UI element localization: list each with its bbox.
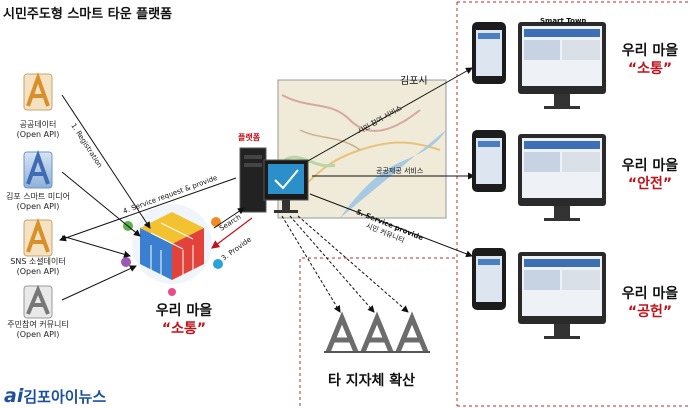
source-type: (Open API): [16, 330, 60, 339]
target-line2: “공헌”: [627, 304, 673, 320]
target-label-safety: 우리 마을 “안전”: [610, 157, 690, 193]
target-line2: “안전”: [627, 176, 673, 192]
target-label-communication: 우리 마을 “소통”: [610, 42, 690, 78]
hub-label: 우리 마을 “소통”: [142, 302, 226, 338]
source-app-icons: [23, 72, 53, 319]
smart-town-label: Smart Town: [540, 17, 587, 25]
target-label-contribution: 우리 마을 “공헌”: [610, 285, 690, 321]
service-arrows: [305, 67, 475, 258]
hub-cube-icon: [121, 204, 223, 296]
terminal-3: [472, 248, 606, 339]
logo-mark: ai: [4, 385, 24, 407]
target-line1: 우리 마을: [621, 43, 679, 59]
source-name: SNS 소셜데이터: [10, 257, 66, 266]
terminal-2: [472, 130, 606, 221]
source-label-community: 주민참여 커뮤니티 (Open API): [4, 320, 72, 340]
hub-line1: 우리 마을: [155, 303, 213, 319]
source-type: (Open API): [16, 267, 60, 276]
expansion-app-icons: [324, 311, 430, 353]
source-name: 공공데이터: [19, 120, 57, 129]
label-public-service: 공공제공 서비스: [376, 167, 424, 175]
hub-line2: “소통”: [161, 321, 207, 337]
page-title: 시민주도형 스마트 타운 플랫폼: [3, 7, 173, 22]
source-arrows: [59, 94, 237, 301]
divider-lines: [299, 1, 688, 407]
source-name: 주민참여 커뮤니티: [7, 320, 69, 329]
platform-pc-icon: [239, 147, 309, 213]
expansion-label: 타 지자체 확산: [328, 373, 416, 389]
target-line2: “소통”: [627, 61, 673, 77]
source-label-sns: SNS 소셜데이터 (Open API): [6, 257, 70, 277]
expansion-arrows: [281, 215, 409, 313]
news-logo: ai김포아이뉴스: [4, 385, 106, 407]
search-provide-arrows: [211, 207, 253, 249]
source-name: 김포 스마트 미디어: [6, 192, 70, 201]
logo-text: 김포아이뉴스: [23, 388, 107, 406]
terminal-1: [472, 22, 606, 109]
platform-label: 플랫폼: [238, 133, 261, 142]
target-line1: 우리 마을: [621, 286, 679, 302]
source-label-smart-media: 김포 스마트 미디어 (Open API): [2, 192, 74, 212]
source-type: (Open API): [16, 202, 60, 211]
target-line1: 우리 마을: [621, 158, 679, 174]
map-label: 김포시: [400, 76, 428, 87]
source-type: (Open API): [16, 130, 60, 139]
source-label-public-data: 공공데이터 (Open API): [10, 120, 66, 140]
